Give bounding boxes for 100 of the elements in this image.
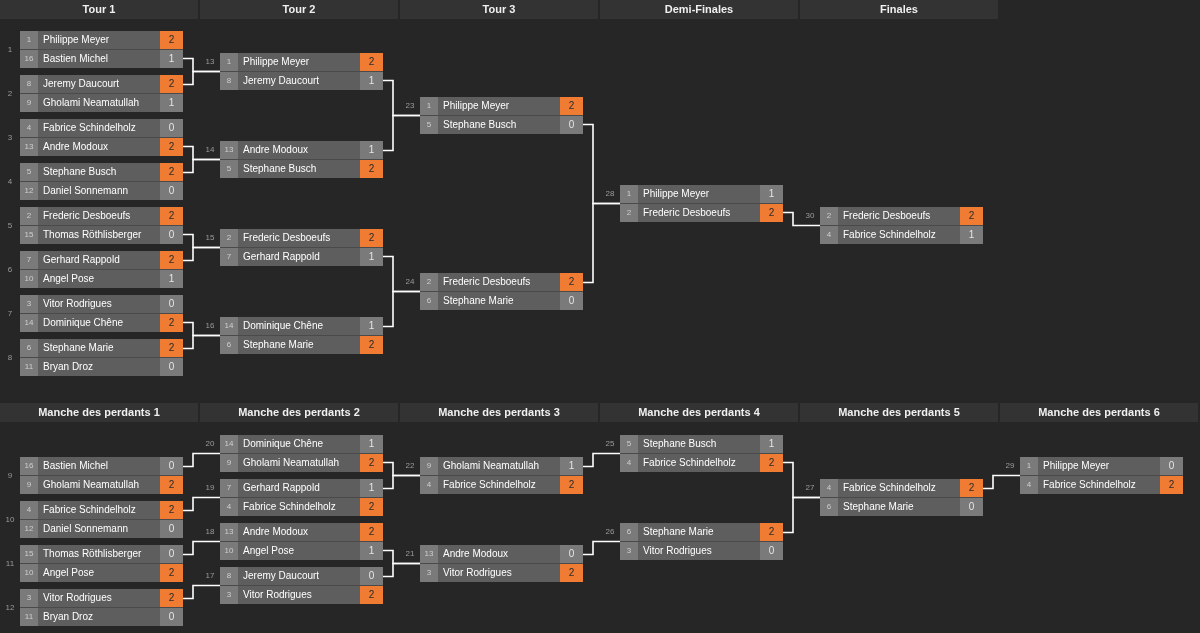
score: 1 — [360, 248, 383, 266]
seed-number: 16 — [20, 50, 38, 68]
column-header: Manche des perdants 3 — [400, 403, 598, 422]
match-number: 12 — [4, 602, 16, 613]
score: 1 — [360, 317, 383, 335]
match-number: 30 — [804, 210, 816, 221]
match-number: 23 — [404, 100, 416, 111]
match-number: 1 — [6, 44, 14, 55]
seed-number: 3 — [420, 564, 438, 582]
player-name: Thomas Röthlisberger — [38, 545, 160, 563]
match-card — [620, 185, 783, 222]
match-card — [20, 545, 183, 582]
seed-number: 6 — [420, 292, 438, 310]
seed-number: 1 — [620, 185, 638, 203]
player-name: Andre Modoux — [238, 523, 360, 541]
seed-number: 11 — [20, 358, 38, 376]
match-number: 27 — [804, 482, 816, 493]
match-number: 4 — [6, 176, 14, 187]
seed-number: 2 — [820, 207, 838, 225]
seed-number: 9 — [420, 457, 438, 475]
player-name: Stephane Busch — [38, 163, 160, 181]
seed-number: 2 — [220, 229, 238, 247]
score: 2 — [160, 31, 183, 49]
player-name: Gholami Neamatullah — [38, 94, 160, 112]
score: 2 — [360, 586, 383, 604]
match-card — [20, 339, 183, 376]
player-name: Vitor Rodrigues — [38, 589, 160, 607]
match-number: 19 — [204, 482, 216, 493]
score: 2 — [160, 251, 183, 269]
match-number: 5 — [6, 220, 14, 231]
seed-number: 4 — [820, 226, 838, 244]
player-name: Vitor Rodrigues — [38, 295, 160, 313]
player-name: Philippe Meyer — [1038, 457, 1160, 475]
match-number: 18 — [204, 526, 216, 537]
column-header: Tour 3 — [400, 0, 598, 19]
score: 2 — [560, 97, 583, 115]
match-number: 17 — [204, 570, 216, 581]
match-number: 9 — [6, 470, 14, 481]
score: 0 — [160, 182, 183, 200]
score: 2 — [160, 339, 183, 357]
score: 2 — [560, 476, 583, 494]
seed-number: 12 — [20, 520, 38, 538]
match-card — [20, 501, 183, 538]
match-number: 26 — [604, 526, 616, 537]
score: 2 — [760, 454, 783, 472]
score: 0 — [160, 119, 183, 137]
score: 0 — [560, 116, 583, 134]
seed-number: 13 — [220, 523, 238, 541]
score: 2 — [160, 476, 183, 494]
bracket-line — [582, 452, 621, 468]
score: 2 — [360, 336, 383, 354]
seed-number: 13 — [220, 141, 238, 159]
score: 1 — [360, 72, 383, 90]
match-number: 28 — [604, 188, 616, 199]
player-name: Frederic Desboeufs — [238, 229, 360, 247]
score: 2 — [160, 564, 183, 582]
player-name: Fabrice Schindelholz — [638, 454, 760, 472]
player-name: Dominique Chêne — [238, 317, 360, 335]
match-card — [220, 523, 383, 560]
player-name: Frederic Desboeufs — [638, 204, 760, 222]
score: 2 — [160, 314, 183, 332]
match-card — [20, 295, 183, 332]
match-number: 14 — [204, 144, 216, 155]
column-header: Manche des perdants 2 — [200, 403, 398, 422]
player-name: Stephane Marie — [238, 336, 360, 354]
seed-number: 14 — [220, 317, 238, 335]
player-name: Gerhard Rappold — [238, 248, 360, 266]
seed-number: 7 — [220, 479, 238, 497]
seed-number: 4 — [1020, 476, 1038, 494]
player-name: Bastien Michel — [38, 50, 160, 68]
seed-number: 10 — [20, 270, 38, 288]
match-number: 15 — [204, 232, 216, 243]
score: 2 — [360, 229, 383, 247]
player-name: Andre Modoux — [238, 141, 360, 159]
player-name: Jeremy Daucourt — [238, 567, 360, 585]
seed-number: 9 — [220, 454, 238, 472]
score: 2 — [160, 589, 183, 607]
column-header: Finales — [800, 0, 998, 19]
bracket-line — [782, 211, 821, 227]
score: 2 — [760, 523, 783, 541]
match-number: 10 — [4, 514, 16, 525]
match-number: 20 — [204, 438, 216, 449]
bracket-line — [182, 540, 221, 556]
seed-number: 13 — [420, 545, 438, 563]
player-name: Fabrice Schindelholz — [838, 479, 960, 497]
player-name: Philippe Meyer — [638, 185, 760, 203]
player-name: Fabrice Schindelholz — [238, 498, 360, 516]
seed-number: 8 — [220, 72, 238, 90]
score: 1 — [360, 435, 383, 453]
player-name: Stephane Marie — [38, 339, 160, 357]
seed-number: 15 — [20, 545, 38, 563]
seed-number: 5 — [420, 116, 438, 134]
score: 2 — [760, 204, 783, 222]
score: 2 — [560, 564, 583, 582]
seed-number: 8 — [20, 75, 38, 93]
seed-number: 3 — [20, 589, 38, 607]
bracket-line — [182, 584, 221, 600]
seed-number: 5 — [20, 163, 38, 181]
score: 2 — [160, 163, 183, 181]
seed-number: 3 — [20, 295, 38, 313]
